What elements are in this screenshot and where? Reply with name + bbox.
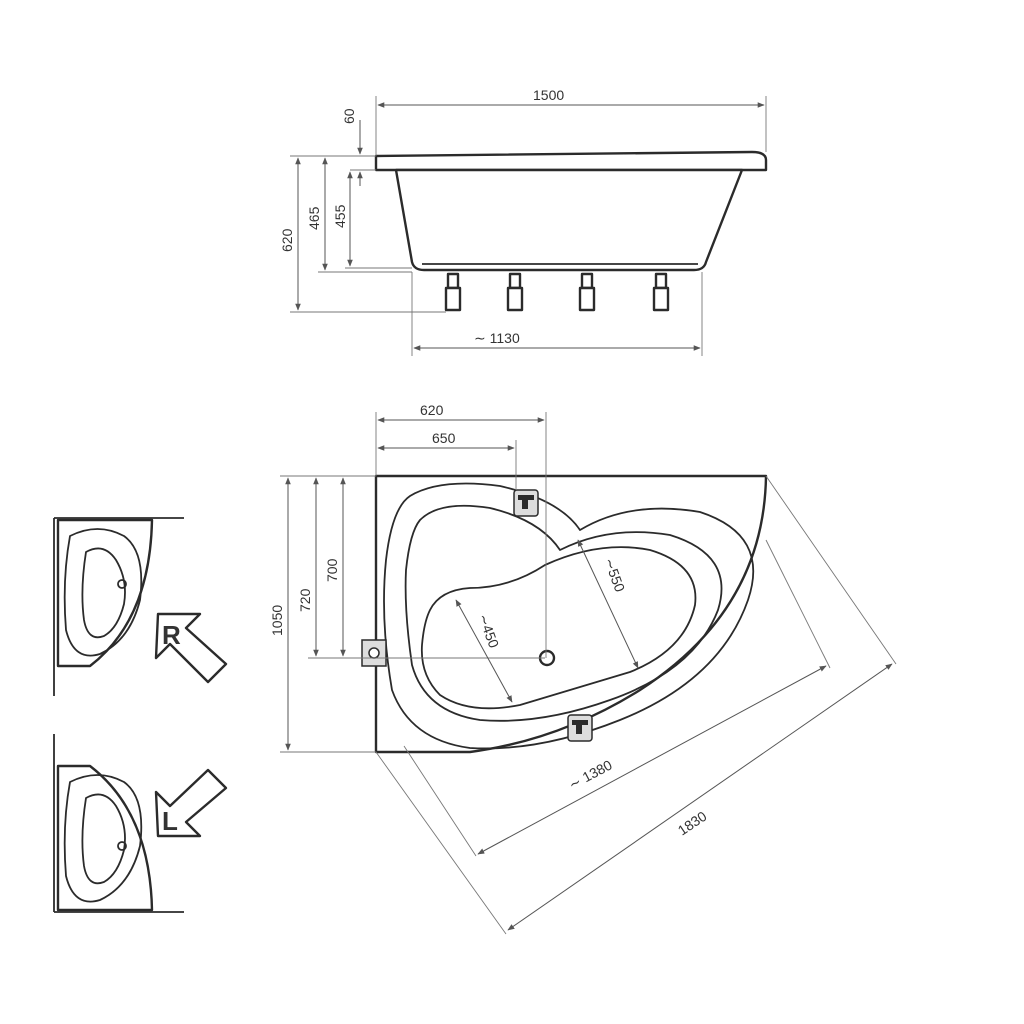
tub-basin-floor: [420, 546, 697, 710]
faucet-icon: [513, 489, 539, 517]
dim-1830: 1830: [675, 808, 710, 839]
dim-1050: 1050: [269, 605, 285, 636]
variant-left-label: L: [162, 806, 178, 836]
side-view: 1500 60 620 465 455 ∼ 1130: [279, 87, 768, 356]
dim-450: ∼450: [475, 612, 502, 651]
variant-left: L: [53, 734, 228, 913]
tub-rim: [374, 150, 768, 172]
arrow-right-variant-icon: [154, 612, 228, 684]
tub-outer-shell: [374, 474, 768, 754]
dim-455: 455: [332, 204, 348, 228]
dim-650: 650: [432, 430, 456, 446]
dim-700: 700: [324, 558, 340, 582]
dim-1130: ∼ 1130: [474, 330, 520, 346]
dim-465: 465: [306, 206, 322, 230]
tub-legs: [444, 272, 670, 312]
dim-550: ∼550: [601, 556, 628, 595]
dim-720: 720: [297, 588, 313, 612]
tub-body: [394, 168, 744, 272]
top-view: 620 650 1050 720 700 ∼450 ∼550 ∼ 1380 18…: [269, 402, 897, 935]
arrow-left-variant-icon: [154, 768, 228, 838]
dim-620-height: 620: [279, 228, 295, 252]
variant-right: R: [53, 517, 228, 696]
dim-1380: ∼ 1380: [566, 756, 615, 792]
faucet-icon: [567, 714, 593, 742]
tub-inner-basin: [404, 504, 723, 722]
dim-1500: 1500: [533, 87, 564, 103]
dim-60: 60: [341, 108, 357, 124]
dim-620-width: 620: [420, 402, 444, 418]
overflow-icon: [361, 639, 387, 667]
variant-right-label: R: [162, 620, 181, 650]
